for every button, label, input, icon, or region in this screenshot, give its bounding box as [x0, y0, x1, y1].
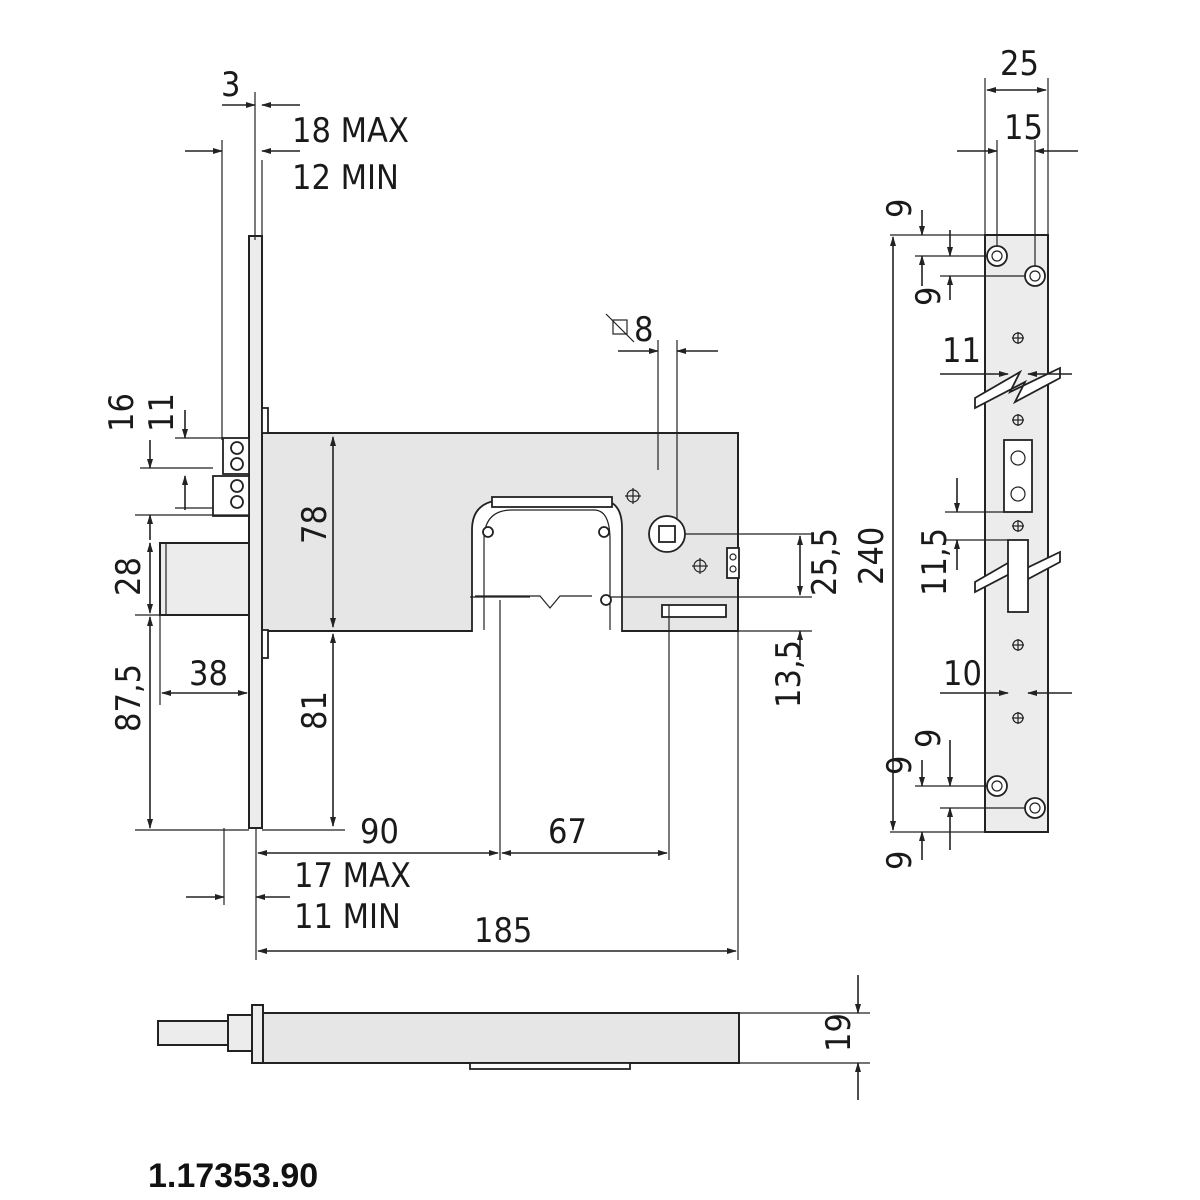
label-19: 19 — [819, 1013, 859, 1052]
faceplate — [248, 235, 263, 829]
label-87-5: 87,5 — [109, 664, 149, 732]
label-9-bot-c: 9 — [880, 851, 920, 870]
roller-latch — [212, 437, 250, 517]
label-10: 10 — [943, 654, 982, 694]
faceplate-screws — [986, 245, 1046, 819]
faceplate-lug-top — [261, 407, 269, 434]
label-28: 28 — [109, 557, 149, 596]
faceplate-holes — [1012, 332, 1024, 724]
label-8: 8 — [634, 310, 653, 350]
top-view — [157, 975, 870, 1100]
cylinder-recess — [471, 499, 623, 632]
faceplate-dimensions — [890, 78, 1078, 860]
label-185: 185 — [474, 911, 532, 951]
faceplate-view — [974, 234, 1061, 833]
faceplate-lug-bottom — [261, 629, 269, 659]
label-13-5: 13,5 — [769, 640, 809, 708]
label-67: 67 — [548, 812, 587, 852]
dimension-labels: 3 18 MAX 12 MIN 8 16 11 78 28 87,5 38 81… — [102, 44, 1043, 1195]
follower-hub — [648, 515, 686, 553]
label-15: 15 — [1004, 108, 1043, 148]
label-17-max: 17 MAX — [294, 856, 411, 896]
label-38: 38 — [189, 654, 228, 694]
label-18-max: 18 MAX — [292, 111, 409, 151]
label-25-5: 25,5 — [805, 528, 845, 596]
label-11-5: 11,5 — [915, 528, 955, 596]
label-11-left: 11 — [142, 393, 182, 432]
label-25: 25 — [1000, 44, 1039, 84]
product-code: 1.17353.90 — [148, 1157, 318, 1195]
label-9-top-a: 9 — [880, 199, 920, 218]
label-81: 81 — [295, 691, 335, 730]
label-11-min: 11 MIN — [294, 897, 401, 937]
latch-bolt — [159, 542, 250, 616]
screw-holes — [625, 488, 740, 579]
label-240: 240 — [852, 527, 892, 585]
front-dimensions — [135, 92, 812, 960]
label-90: 90 — [360, 812, 399, 852]
label-9-bot-a: 9 — [909, 729, 949, 748]
label-3: 3 — [221, 65, 240, 105]
label-16: 16 — [102, 393, 142, 432]
label-78: 78 — [295, 505, 335, 544]
label-11-fp: 11 — [942, 331, 981, 371]
label-12-min: 12 MIN — [292, 158, 399, 198]
front-view — [159, 235, 740, 829]
label-9-bot-b: 9 — [880, 756, 920, 775]
deadbolt-slot — [661, 604, 727, 618]
label-9-top-b: 9 — [909, 287, 949, 306]
